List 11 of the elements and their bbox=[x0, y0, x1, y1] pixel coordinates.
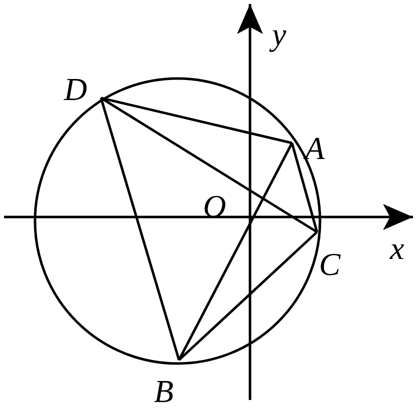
point-label: B bbox=[154, 375, 174, 407]
point-label: C bbox=[319, 248, 340, 280]
line-segment bbox=[178, 142, 294, 361]
line-segment bbox=[290, 142, 318, 232]
line-segment bbox=[100, 96, 292, 144]
point-label: D bbox=[64, 73, 88, 105]
axis-label: x bbox=[390, 232, 404, 264]
point-label: A bbox=[305, 132, 325, 164]
line-segment bbox=[100, 96, 318, 234]
line-segment bbox=[178, 231, 318, 361]
line-segment bbox=[100, 98, 180, 360]
